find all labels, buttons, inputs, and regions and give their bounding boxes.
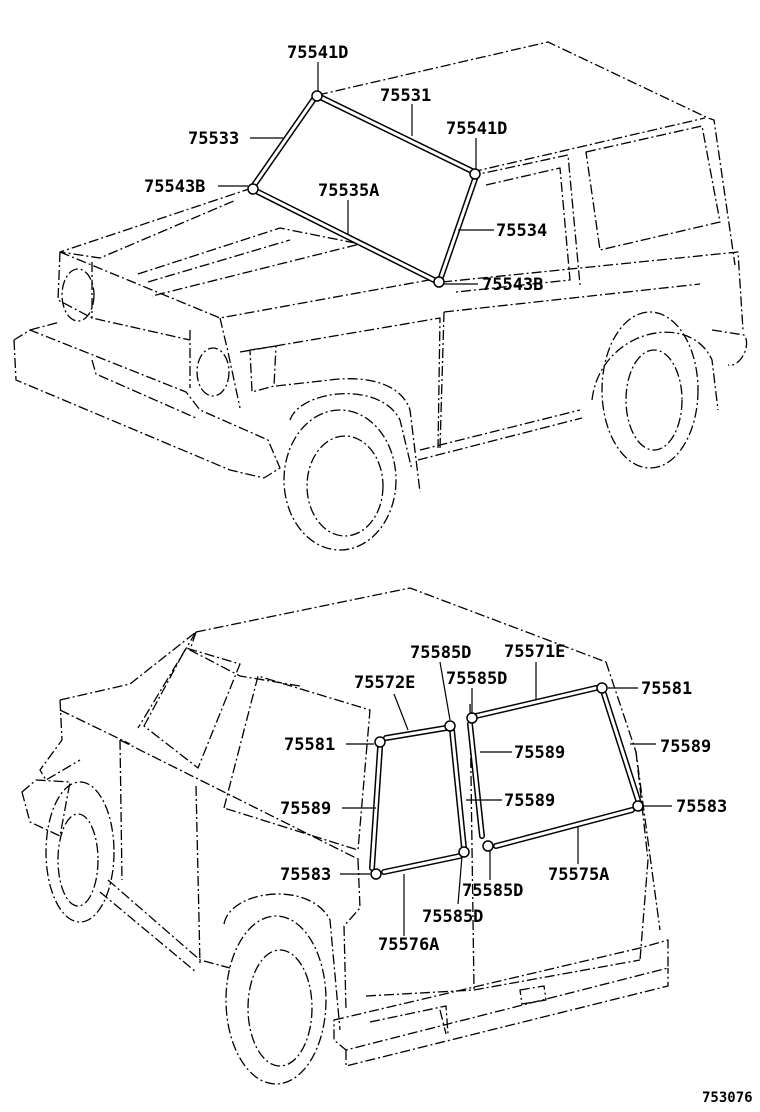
right-glass-top-corner (596, 682, 608, 694)
part-label: 75585D (462, 881, 523, 901)
part-label: 75585D (446, 669, 507, 689)
part-label: 75531 (380, 86, 431, 106)
windshield-mouldings (247, 90, 481, 288)
part-label: 75571E (504, 642, 565, 662)
right-glass-top-mid-corner (466, 712, 478, 724)
part-label: 75533 (188, 129, 239, 149)
part-label: 75589 (660, 737, 711, 757)
part-label: 75589 (514, 743, 565, 763)
left-glass-bottom-corner (370, 868, 382, 880)
part-label: 75589 (504, 791, 555, 811)
right-glass-bottom-corner (632, 800, 644, 812)
part-label: 75589 (280, 799, 331, 819)
part-label: 75543B (482, 275, 543, 295)
diagram-reference-number: 753076 (702, 1090, 753, 1106)
part-label: 75576A (378, 935, 439, 955)
part-label: 75541D (446, 119, 507, 139)
upper-right-corner-piece (469, 168, 481, 180)
rear-vehicle-outline (21, 587, 669, 1085)
part-label: 75572E (354, 673, 415, 693)
upper-left-corner-piece (311, 90, 323, 102)
part-label: 75535A (318, 181, 379, 201)
top-leaders (218, 62, 494, 285)
left-glass-bottom-mid-corner (458, 846, 470, 858)
bottom-leaders (340, 661, 672, 936)
part-label: 75581 (641, 679, 692, 699)
front-vehicle-outline (13, 41, 748, 551)
lower-right-corner-piece (433, 276, 445, 288)
part-label: 75543B (144, 177, 205, 197)
part-label: 75585D (422, 907, 483, 927)
part-label: 75583 (280, 865, 331, 885)
part-label: 75541D (287, 43, 348, 63)
left-rear-glass-mouldings (369, 720, 470, 880)
part-label: 75534 (496, 221, 547, 241)
part-label: 75583 (676, 797, 727, 817)
right-glass-bottom-mid-corner (482, 840, 494, 852)
part-label: 75581 (284, 735, 335, 755)
part-label: 75575A (548, 865, 609, 885)
right-rear-glass-mouldings (466, 682, 644, 852)
lower-left-corner-piece (247, 183, 259, 195)
left-glass-top-corner (374, 736, 386, 748)
left-glass-top-mid-corner (444, 720, 456, 732)
part-label: 75585D (410, 643, 471, 663)
